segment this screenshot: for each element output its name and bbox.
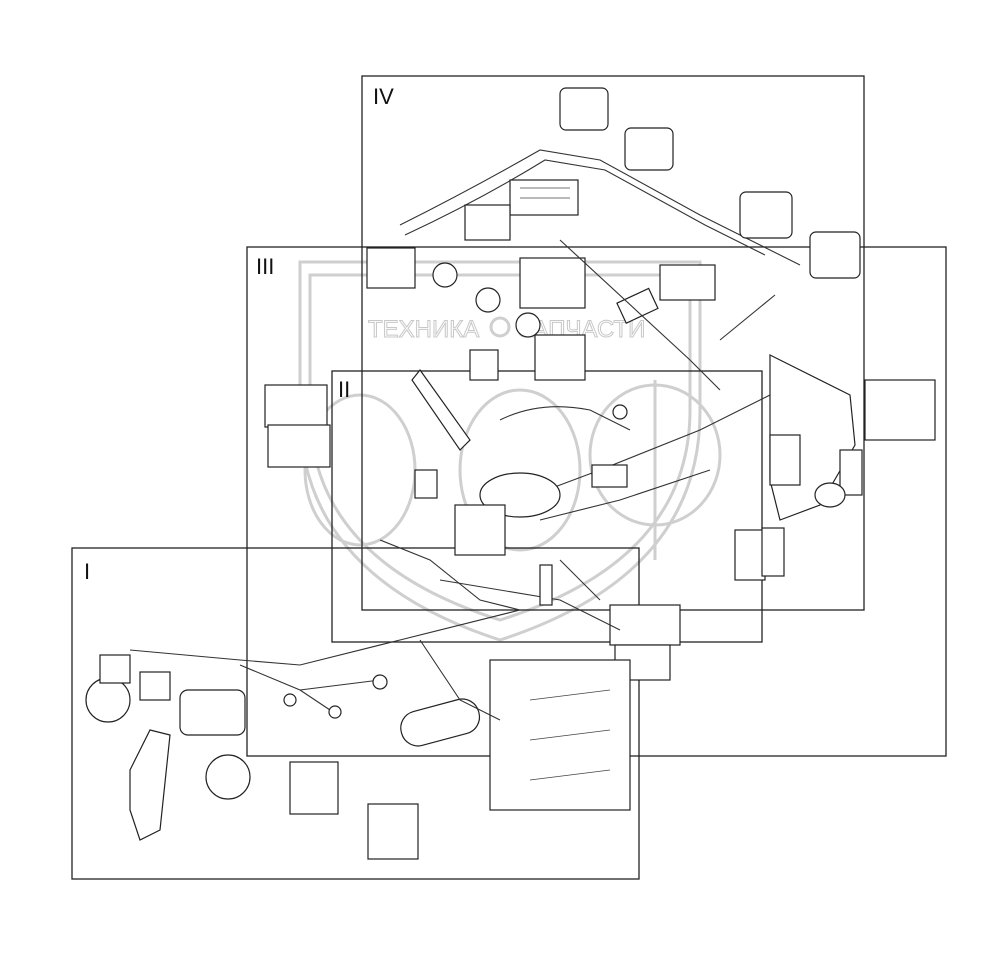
roof-lamp-4 (809, 231, 861, 279)
rear-lamp-upper (609, 604, 681, 646)
watermark-logo (298, 260, 722, 642)
section-iii-parts (264, 354, 936, 681)
section-label-iii: III (256, 254, 275, 279)
work-lamp-upper (264, 384, 328, 428)
sensor (591, 464, 628, 488)
sensor-2 (612, 404, 628, 420)
work-lamp-lower (267, 424, 331, 468)
section-i-parts (85, 609, 521, 860)
wiper-arm (411, 369, 471, 451)
roof-lamp-2 (624, 127, 674, 171)
battery-assembly (400, 639, 631, 811)
section-ii-parts (379, 349, 631, 611)
horn-1 (99, 654, 131, 684)
sensor (372, 674, 388, 690)
control-unit (454, 504, 506, 556)
battery-box (489, 659, 631, 811)
section-frame-i (71, 547, 640, 880)
watermark-text-left: ТЕХНИКА (368, 316, 479, 343)
headlight-left (85, 677, 131, 723)
bulb-1 (432, 262, 458, 288)
starter (179, 689, 246, 736)
front-lamp-center (519, 257, 586, 309)
post (539, 564, 553, 606)
roof-lamp-1 (559, 87, 609, 131)
roof-lamp-3 (739, 191, 793, 239)
bracket-1 (769, 434, 801, 486)
bracket-2 (839, 449, 863, 496)
section-label-iv: IV (373, 84, 394, 109)
horn (814, 482, 846, 508)
bracket-arm (129, 729, 171, 841)
switch (414, 469, 438, 499)
headlight-right (205, 754, 251, 800)
section-label-i: I (84, 559, 91, 584)
square-lamp-1 (289, 761, 339, 815)
section-iv-parts (366, 87, 861, 391)
sensor-3 (283, 693, 297, 707)
cylinder (400, 698, 481, 747)
switch-panel (659, 264, 716, 301)
relay (734, 529, 766, 581)
front-lamp-lower (534, 334, 586, 381)
bulb-3 (515, 312, 541, 338)
plate (761, 527, 785, 577)
fuse-block (509, 179, 579, 216)
bracket (469, 349, 499, 381)
section-frame-iv (361, 75, 865, 611)
sensor-2 (328, 705, 342, 719)
relay-box (464, 204, 511, 241)
section-label-ii: II (338, 377, 351, 402)
square-lamp-2 (367, 803, 419, 860)
horn-2 (139, 671, 171, 701)
front-lamp-left (366, 247, 416, 289)
bulb-2 (475, 287, 501, 313)
work-lamp-right (864, 379, 936, 441)
